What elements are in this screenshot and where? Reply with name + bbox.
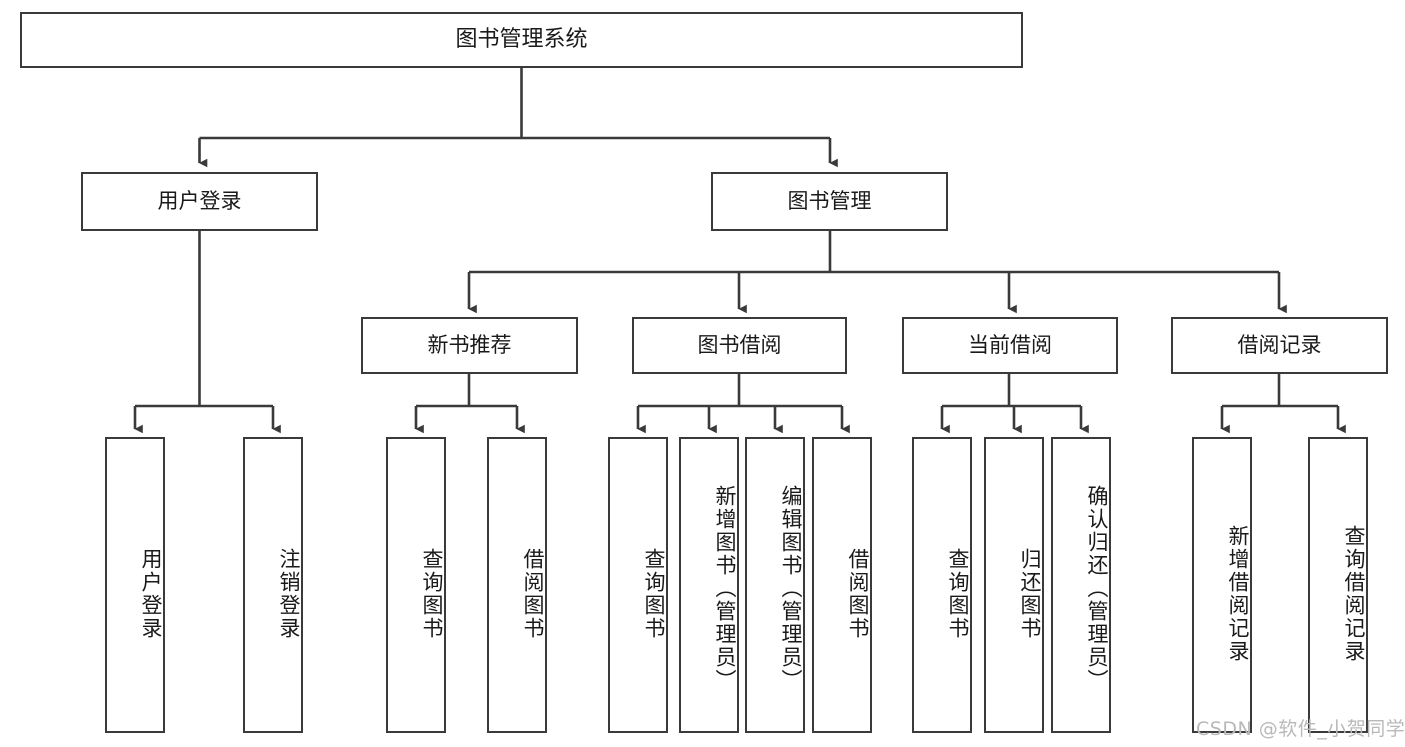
- node-book-borrow[interactable]: 图书借阅: [632, 317, 847, 374]
- node-label: 图书借阅: [697, 333, 782, 358]
- node-leaf-add-borrow-record[interactable]: 新增借阅记录: [1192, 437, 1252, 733]
- node-label: 用户登录: [139, 548, 163, 640]
- node-label: 借阅图书: [521, 548, 545, 640]
- node-leaf-query-borrow-record[interactable]: 查询借阅记录: [1308, 437, 1368, 733]
- node-current-borrow[interactable]: 当前借阅: [902, 317, 1118, 374]
- node-label: 查询图书: [946, 548, 970, 640]
- node-label: 当前借阅: [968, 333, 1052, 358]
- node-leaf-query-book-1[interactable]: 查询图书: [386, 437, 446, 733]
- node-label: 借阅记录: [1237, 333, 1322, 358]
- node-label: 编辑图书（管理员）: [779, 484, 803, 692]
- node-label: 图书管理系统: [455, 27, 588, 53]
- node-leaf-borrow-book-2[interactable]: 借阅图书: [812, 437, 872, 733]
- node-borrow-records[interactable]: 借阅记录: [1171, 317, 1388, 374]
- node-leaf-user-login[interactable]: 用户登录: [105, 437, 165, 733]
- node-leaf-query-book-3[interactable]: 查询图书: [912, 437, 972, 733]
- node-label: 查询图书: [642, 548, 666, 640]
- node-label: 查询图书: [420, 548, 444, 640]
- node-label: 归还图书: [1018, 548, 1042, 640]
- node-label: 借阅图书: [846, 548, 870, 640]
- node-label: 查询借阅记录: [1342, 525, 1366, 663]
- node-leaf-confirm-return-admin[interactable]: 确认归还（管理员）: [1051, 437, 1111, 733]
- csdn-watermark: CSDN @软件_小贺同学: [1196, 718, 1405, 740]
- node-new-book-recommend[interactable]: 新书推荐: [361, 317, 578, 374]
- node-leaf-logout[interactable]: 注销登录: [243, 437, 303, 733]
- node-user-login[interactable]: 用户登录: [81, 172, 318, 231]
- node-label: 新增借阅记录: [1226, 525, 1250, 663]
- node-book-management[interactable]: 图书管理: [711, 172, 948, 231]
- node-leaf-add-book-admin[interactable]: 新增图书（管理员）: [679, 437, 739, 733]
- node-root-system[interactable]: 图书管理系统: [20, 12, 1023, 68]
- node-leaf-edit-book-admin[interactable]: 编辑图书（管理员）: [745, 437, 805, 733]
- node-label: 图书管理: [787, 189, 872, 214]
- node-label: 确认归还（管理员）: [1085, 484, 1109, 692]
- node-leaf-query-book-2[interactable]: 查询图书: [608, 437, 668, 733]
- node-leaf-borrow-book-1[interactable]: 借阅图书: [487, 437, 547, 733]
- node-leaf-return-book[interactable]: 归还图书: [984, 437, 1044, 733]
- node-label: 注销登录: [277, 548, 301, 640]
- node-label: 用户登录: [157, 189, 242, 214]
- node-label: 新增图书（管理员）: [713, 484, 737, 692]
- node-label: 新书推荐: [427, 333, 512, 358]
